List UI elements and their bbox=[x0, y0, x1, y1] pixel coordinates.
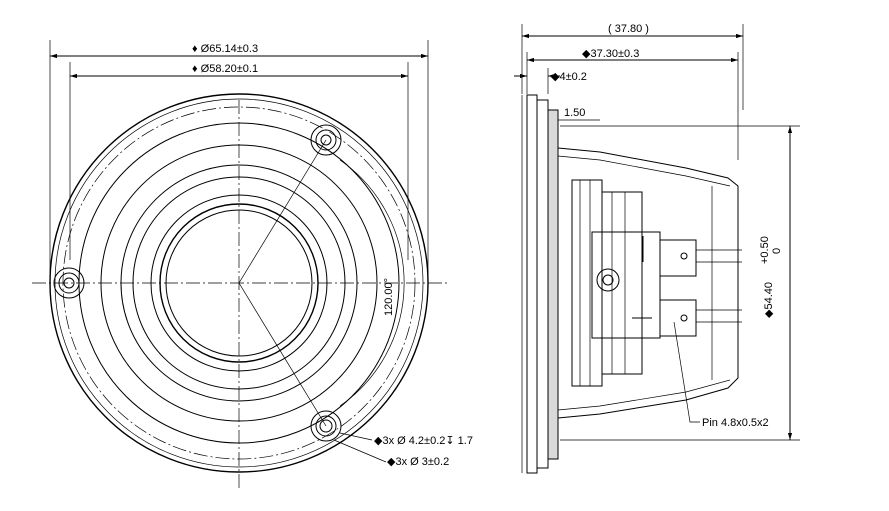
angle-label: 120.00° bbox=[383, 278, 395, 316]
outer-diameter-label: ♦ Ø65.14±0.3 bbox=[192, 43, 258, 55]
outer-frame-circle bbox=[49, 93, 429, 473]
leader-countersink bbox=[339, 432, 373, 441]
basket-inner-bottom bbox=[557, 379, 731, 411]
leader-through-hole bbox=[333, 439, 387, 463]
height-main-label: ◆54.40 bbox=[763, 282, 775, 318]
overall-depth-label: ( 37.80 ) bbox=[608, 23, 649, 35]
side-view: ( 37.80 ) ◆37.30±0.3 ◆4±0.2 1.50 ◆54.40 … bbox=[514, 23, 800, 474]
pin-positive bbox=[659, 299, 697, 337]
angle-line-top bbox=[238, 139, 327, 284]
pin-label: Pin 4.8x0.5x2 bbox=[702, 417, 769, 429]
depth-label: ◆37.30±0.3 bbox=[582, 48, 639, 60]
hole-through-label: ◆3x Ø 3±0.2 bbox=[387, 456, 449, 468]
front-view: 120.00° ♦ Ø65.14±0.3 ♦ Ø58.20±0.1 ◆3x Ø … bbox=[32, 40, 473, 488]
basket-profile bbox=[557, 147, 739, 419]
mounting-hole-bottom bbox=[310, 410, 342, 442]
flange-label: ◆4±0.2 bbox=[551, 71, 587, 83]
pin-negative bbox=[659, 239, 697, 277]
hole-pitch-circle bbox=[62, 106, 416, 460]
terminal-screw bbox=[596, 268, 620, 292]
angle-line-bottom bbox=[238, 282, 327, 427]
hole-countersink-label: ◆3x Ø 4.2±0.2↧ 1.7 bbox=[374, 435, 473, 447]
pin-positive-hole bbox=[680, 314, 688, 322]
gasket-plate bbox=[536, 99, 549, 469]
pin-leader bbox=[673, 321, 700, 423]
mounting-hole-left bbox=[53, 267, 85, 299]
inner-diameter-label: ♦ Ø58.20±0.1 bbox=[192, 63, 258, 75]
step-label: 1.50 bbox=[564, 107, 585, 119]
dust-cap-outer-circle bbox=[159, 203, 319, 363]
mounting-hole-top bbox=[310, 124, 342, 156]
surround-inner-circle bbox=[120, 164, 358, 402]
pin-negative-hole bbox=[680, 252, 688, 260]
surround-outer-circle bbox=[100, 144, 378, 422]
height-tol-upper: +0.50 bbox=[759, 236, 771, 264]
dust-cap-inner-circle bbox=[165, 209, 313, 357]
magnet-body bbox=[601, 191, 643, 375]
basket-ring bbox=[547, 109, 559, 460]
cone-circle bbox=[150, 194, 328, 372]
front-flange-plate bbox=[526, 94, 538, 474]
height-tol-lower: 0 bbox=[771, 248, 783, 254]
cone-outer-circle bbox=[132, 176, 346, 390]
frame-edge-circle bbox=[54, 98, 424, 468]
angle-arc bbox=[339, 159, 405, 407]
terminal-screw-head bbox=[602, 274, 614, 286]
basket-inner-top bbox=[557, 155, 731, 187]
terminal-block bbox=[591, 231, 661, 339]
